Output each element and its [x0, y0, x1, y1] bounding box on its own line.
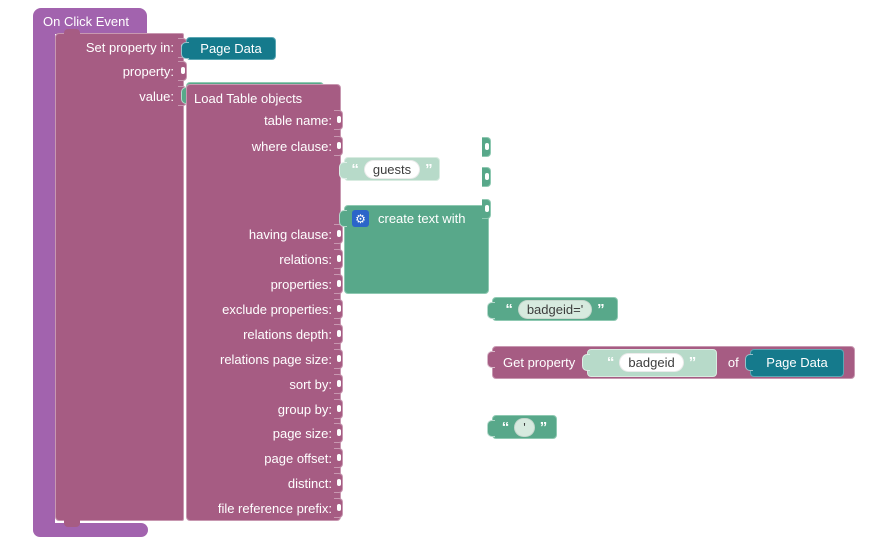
property-socket	[178, 61, 187, 81]
create-text-item-socket-2	[482, 167, 491, 187]
open-quote: “	[351, 160, 359, 178]
text-fragment-close-field[interactable]: '	[514, 417, 535, 437]
file-reference-prefix-socket	[334, 498, 343, 518]
on-click-event-block[interactable]: On Click Event	[33, 8, 147, 34]
page-size-socket	[334, 423, 343, 443]
create-text-item-socket-3	[482, 199, 491, 219]
get-property-block[interactable]: Get property “ badgeid ” of Page Data	[487, 346, 855, 379]
param-label-relations-depth: relations depth:	[243, 327, 332, 342]
load-table-title: Load Table objects	[194, 91, 303, 106]
param-label-page-size: page size:	[272, 426, 332, 441]
relations-socket	[334, 249, 343, 269]
close-quote: ”	[425, 160, 433, 178]
open-quote: “	[505, 300, 513, 318]
param-label-page-offset: page offset:	[264, 451, 332, 466]
param-label-relations-page-size: relations page size:	[219, 352, 332, 367]
on-click-event-bottom-bar[interactable]	[33, 523, 148, 537]
close-quote: ”	[539, 418, 548, 436]
having-clause-socket	[334, 224, 343, 244]
properties-socket	[334, 274, 343, 294]
text-fragment-close-block[interactable]: “ ' ”	[487, 415, 557, 439]
param-label-distinct: distinct:	[287, 476, 332, 491]
property-label: property:	[122, 64, 174, 79]
open-quote: “	[501, 418, 510, 436]
open-quote: “	[606, 354, 615, 371]
group-by-socket	[334, 399, 343, 419]
text-fragment-open-block[interactable]: “ badgeid=' ”	[487, 297, 618, 321]
of-label: of	[727, 355, 739, 370]
close-quote: ”	[688, 354, 697, 371]
sort-by-socket	[334, 374, 343, 394]
text-fragment-open-field[interactable]: badgeid='	[517, 299, 593, 319]
set-property-bottom-notch	[64, 519, 80, 527]
param-label-sort-by: sort by:	[289, 377, 332, 392]
on-click-event-left-bar[interactable]	[33, 32, 55, 524]
relations-page-size-socket	[334, 349, 343, 369]
on-click-event-label: On Click Event	[43, 14, 129, 29]
set-property-top-notch	[64, 29, 80, 35]
relations-depth-socket	[334, 324, 343, 344]
load-table-objects-block[interactable]	[186, 84, 341, 521]
page-data-block[interactable]: Page Data	[745, 348, 844, 377]
exclude-properties-socket	[334, 299, 343, 319]
table-name-socket	[334, 110, 343, 130]
get-property-label: Get property	[503, 355, 576, 370]
gear-icon[interactable]: ⚙	[352, 210, 369, 227]
param-label-having-clause: having clause:	[248, 227, 332, 242]
set-property-block[interactable]	[55, 33, 184, 521]
distinct-socket	[334, 473, 343, 493]
param-label-group-by: group by:	[277, 402, 332, 417]
create-text-item-socket-1	[482, 137, 491, 157]
create-text-with-label: create text with	[378, 211, 466, 226]
page-offset-socket	[334, 448, 343, 468]
page-data-label: Page Data	[200, 41, 262, 56]
param-label-relations: relations:	[279, 252, 332, 267]
guests-text-block[interactable]: “ guests ”	[339, 157, 440, 181]
set-property-in-label: Set property in:	[85, 40, 174, 55]
param-label-properties: properties:	[270, 277, 332, 292]
value-label: value:	[139, 89, 174, 104]
page-data-block[interactable]: Page Data	[181, 37, 276, 60]
table-name-field[interactable]: guests	[363, 159, 421, 179]
badgeid-text-block[interactable]: “ badgeid ”	[581, 348, 717, 377]
close-quote: ”	[597, 300, 605, 318]
property-name-field[interactable]: badgeid	[619, 353, 684, 372]
param-label-exclude-properties: exclude properties:	[222, 302, 332, 317]
create-text-with-block[interactable]: ⚙ create text with	[339, 205, 489, 294]
param-label-file-reference-prefix: file reference prefix:	[217, 501, 332, 516]
param-label-where-clause: where clause:	[251, 139, 332, 154]
param-label-table-name: table name:	[264, 113, 332, 128]
page-data-label: Page Data	[766, 355, 828, 370]
where-clause-socket	[334, 136, 343, 156]
